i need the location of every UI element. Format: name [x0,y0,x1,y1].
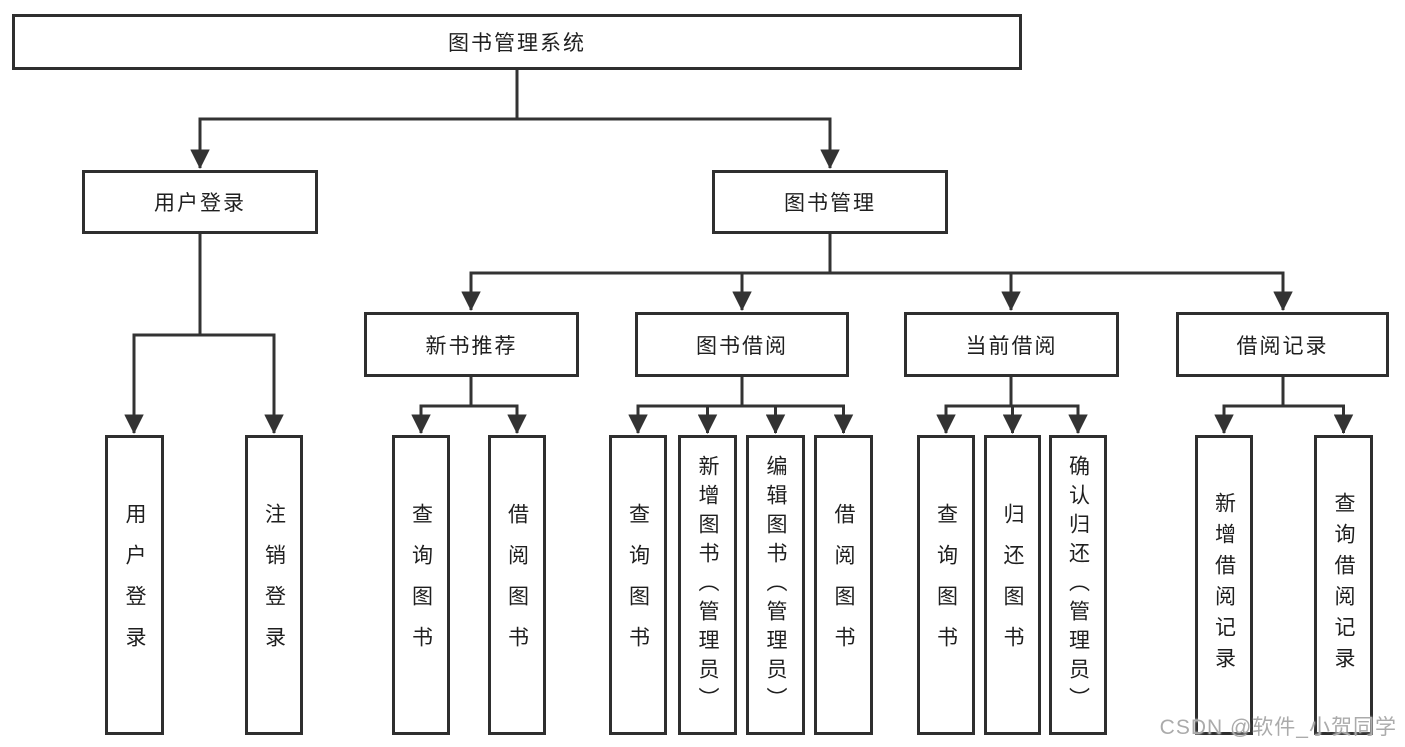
csdn-watermark: CSDN @软件_小贺同学 [1159,716,1397,739]
node-borrow-records: 借阅记录 [1176,312,1389,377]
node-label: 借阅记录 [1236,334,1329,358]
node-user-login: 用户登录 [82,170,318,234]
node-label: 用户登录 [154,192,246,215]
leaf-query-books-current: 查询图书 [917,435,975,735]
node-book-management: 图书管理 [712,170,948,234]
leaf-label: 查询借阅记录 [1332,492,1355,678]
leaf-label: 查询图书 [409,503,433,667]
leaf-add-book-admin: 新增图书（管理员） [678,435,737,735]
leaf-label: 注销登录 [262,503,286,667]
node-new-book-recommend: 新书推荐 [364,312,579,377]
leaf-label: 查询图书 [934,503,958,667]
leaf-query-borrow-record: 查询借阅记录 [1314,435,1373,735]
leaf-borrow-books-recommend: 借阅图书 [488,435,546,735]
node-book-borrow: 图书借阅 [635,312,849,377]
user-login-children-connector [124,234,284,434]
leaf-add-borrow-record: 新增借阅记录 [1195,435,1253,735]
node-label: 图书管理系统 [448,32,586,55]
node-label: 图书管理 [784,192,876,215]
book-borrow-children-connector [628,377,854,434]
node-root-system: 图书管理系统 [12,14,1022,70]
leaf-logout: 注销登录 [245,435,303,735]
leaf-label: 新增图书（管理员） [696,454,719,716]
leaf-label: 用户登录 [123,503,146,667]
leaf-query-books-recommend: 查询图书 [392,435,450,735]
leaf-borrow-books: 借阅图书 [814,435,873,735]
leaf-edit-book-admin: 编辑图书（管理员） [746,435,805,735]
root-to-level2-connector [190,68,840,169]
leaf-user-login: 用户登录 [105,435,164,735]
leaf-query-books-borrow: 查询图书 [609,435,667,735]
leaf-label: 借阅图书 [832,503,855,667]
leaf-label: 确认归还（管理员） [1066,454,1090,716]
node-label: 新书推荐 [425,334,518,358]
leaf-confirm-return-admin: 确认归还（管理员） [1049,435,1107,735]
leaf-label: 借阅图书 [505,503,529,667]
leaf-label: 编辑图书（管理员） [764,454,787,716]
leaf-label: 归还图书 [1001,503,1024,667]
borrow-records-children-connector [1214,377,1354,434]
current-borrow-children-connector [936,377,1088,434]
node-label: 图书借阅 [696,334,788,358]
leaf-label: 新增借阅记录 [1212,492,1236,678]
book-management-children-connector [461,234,1293,311]
node-label: 当前借阅 [965,334,1058,358]
new-book-recommend-children-connector [411,377,527,434]
node-current-borrow: 当前借阅 [904,312,1119,377]
leaf-label: 查询图书 [626,503,650,667]
leaf-return-book: 归还图书 [984,435,1041,735]
